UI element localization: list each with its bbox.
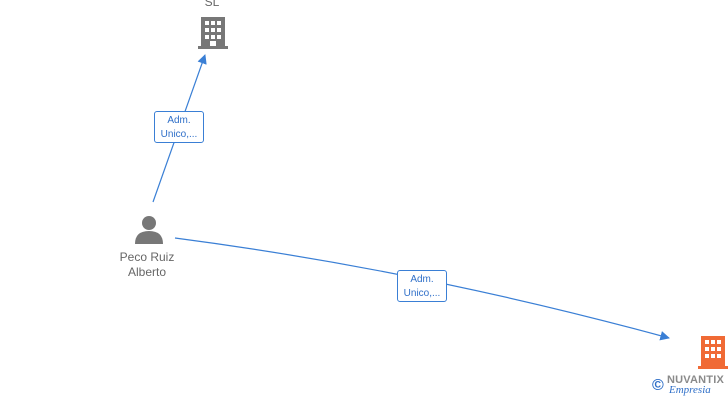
copyright-symbol: © [652, 377, 664, 394]
watermark-brand: NUVANTIX [667, 374, 725, 386]
person-label-line1: Peco Ruiz [119, 250, 175, 264]
watermark-sub: Empresia [669, 384, 711, 396]
edge-label-top[interactable]: Adm. Unico,... [154, 111, 204, 143]
person-icon[interactable] [135, 216, 163, 244]
edge-label-line2: Unico,... [160, 129, 198, 140]
company-top-label[interactable]: SL [204, 0, 220, 9]
edge-label-line2: Unico,... [403, 288, 441, 299]
edge-label-right[interactable]: Adm. Unico,... [397, 270, 447, 302]
edge-label-line1: Adm. [167, 115, 191, 126]
watermark: © NUVANTIX Empresia [652, 373, 728, 399]
person-label-line2: Alberto [127, 265, 167, 279]
person-label[interactable]: Peco Ruiz Alberto [107, 250, 187, 280]
building-icon[interactable] [198, 17, 228, 49]
edge-label-line1: Adm. [410, 274, 434, 285]
building-icon[interactable] [698, 336, 728, 369]
